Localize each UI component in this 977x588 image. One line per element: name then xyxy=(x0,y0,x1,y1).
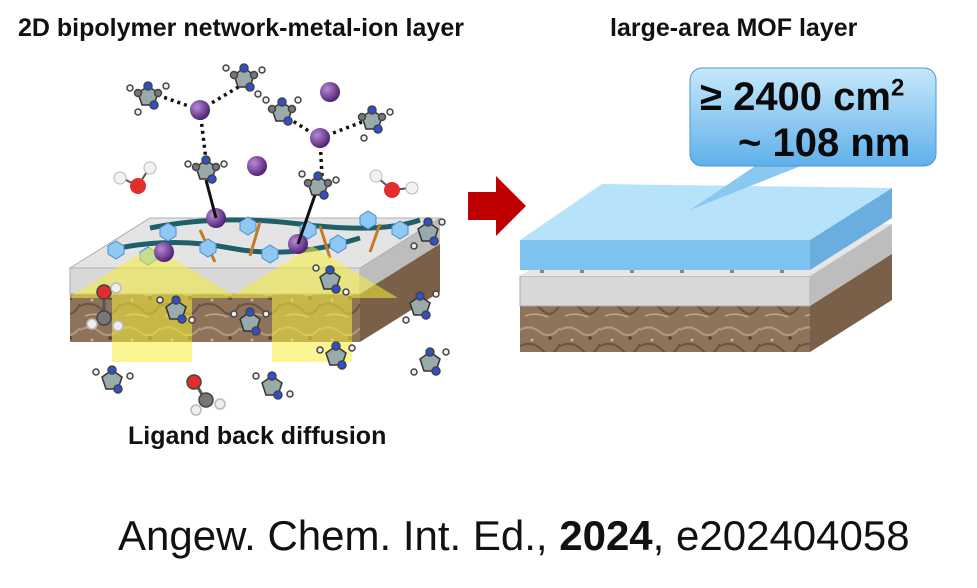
ligand-molecules xyxy=(126,63,394,200)
metal-ion-3 xyxy=(320,82,340,102)
citation: Angew. Chem. Int. Ed., 2024, e202404058 xyxy=(118,512,910,560)
left-substrate-side xyxy=(360,242,440,342)
mof-layer-front xyxy=(520,240,810,270)
metal-ion-2 xyxy=(310,128,330,148)
callout-area: ≥ 2400 cm2 xyxy=(700,74,930,120)
metal-ion-1 xyxy=(190,100,210,120)
left-membrane-block xyxy=(68,208,442,362)
solvent-molecule-2 xyxy=(186,374,226,416)
metal-ion-4 xyxy=(247,156,267,176)
metal-ion-surface-2 xyxy=(154,242,174,262)
mof-crystal-dots xyxy=(540,270,784,273)
water-molecule-left xyxy=(113,161,157,194)
process-arrow xyxy=(468,176,526,236)
hexagon-6 xyxy=(329,234,347,254)
citation-journal: Angew. Chem. Int. Ed., xyxy=(118,512,560,559)
right-substrate-side xyxy=(810,252,892,352)
diffusion-arrows xyxy=(68,246,398,362)
diffusing-ligands xyxy=(86,217,450,416)
right-support-side xyxy=(810,224,892,306)
ligand-5 xyxy=(184,155,228,184)
callout-area-value: ≥ 2400 cm xyxy=(700,75,891,119)
diffusion-arrow-right xyxy=(228,246,398,362)
mof-layer-top xyxy=(520,184,892,240)
hexagon-3 xyxy=(199,238,217,258)
ligand-13 xyxy=(410,347,450,376)
callout-bubble xyxy=(689,67,937,210)
diffusion-arrow-left xyxy=(68,246,238,362)
ligand-7 xyxy=(410,217,446,250)
right-substrate-front xyxy=(520,304,810,352)
mof-layer-side xyxy=(810,188,892,270)
ligand-9 xyxy=(230,307,270,336)
water-molecule-right xyxy=(369,169,419,198)
left-panel-title: 2D bipolymer network-metal-ion layer xyxy=(18,14,464,42)
callout-box xyxy=(689,67,937,167)
ligand-2 xyxy=(222,63,266,98)
right-support-front xyxy=(519,275,811,307)
citation-year: 2024 xyxy=(559,512,653,559)
hexagon-7 xyxy=(359,210,377,230)
solvent-molecule-1 xyxy=(86,282,124,332)
ligand-3 xyxy=(262,96,302,126)
ligand-1 xyxy=(126,81,170,116)
callout-area-exponent: 2 xyxy=(890,74,905,102)
ligand-15 xyxy=(252,371,294,400)
ligand-8 xyxy=(156,295,196,324)
citation-article: , e202404058 xyxy=(652,512,910,559)
coordination-cluster xyxy=(113,63,419,245)
callout-pointer xyxy=(690,156,826,210)
ligand-4 xyxy=(357,105,394,142)
callout-text: ≥ 2400 cm2 ~ 108 nm xyxy=(700,74,930,166)
callout-thickness: ~ 108 nm xyxy=(738,121,911,165)
ligand-14 xyxy=(92,365,134,394)
right-panel-title: large-area MOF layer xyxy=(610,14,858,42)
hexagon-1 xyxy=(107,240,125,260)
diffusion-caption: Ligand back diffusion xyxy=(128,422,387,450)
hexagon-2 xyxy=(159,222,177,242)
hexagon-8 xyxy=(391,220,409,240)
ligand-11 xyxy=(316,341,356,370)
ligand-6 xyxy=(298,170,340,200)
hexagon-5 xyxy=(261,244,279,264)
right-membrane-block xyxy=(519,184,892,352)
ligand-12 xyxy=(402,290,440,324)
hexagon-4 xyxy=(239,216,257,236)
ligand-10 xyxy=(312,264,350,296)
